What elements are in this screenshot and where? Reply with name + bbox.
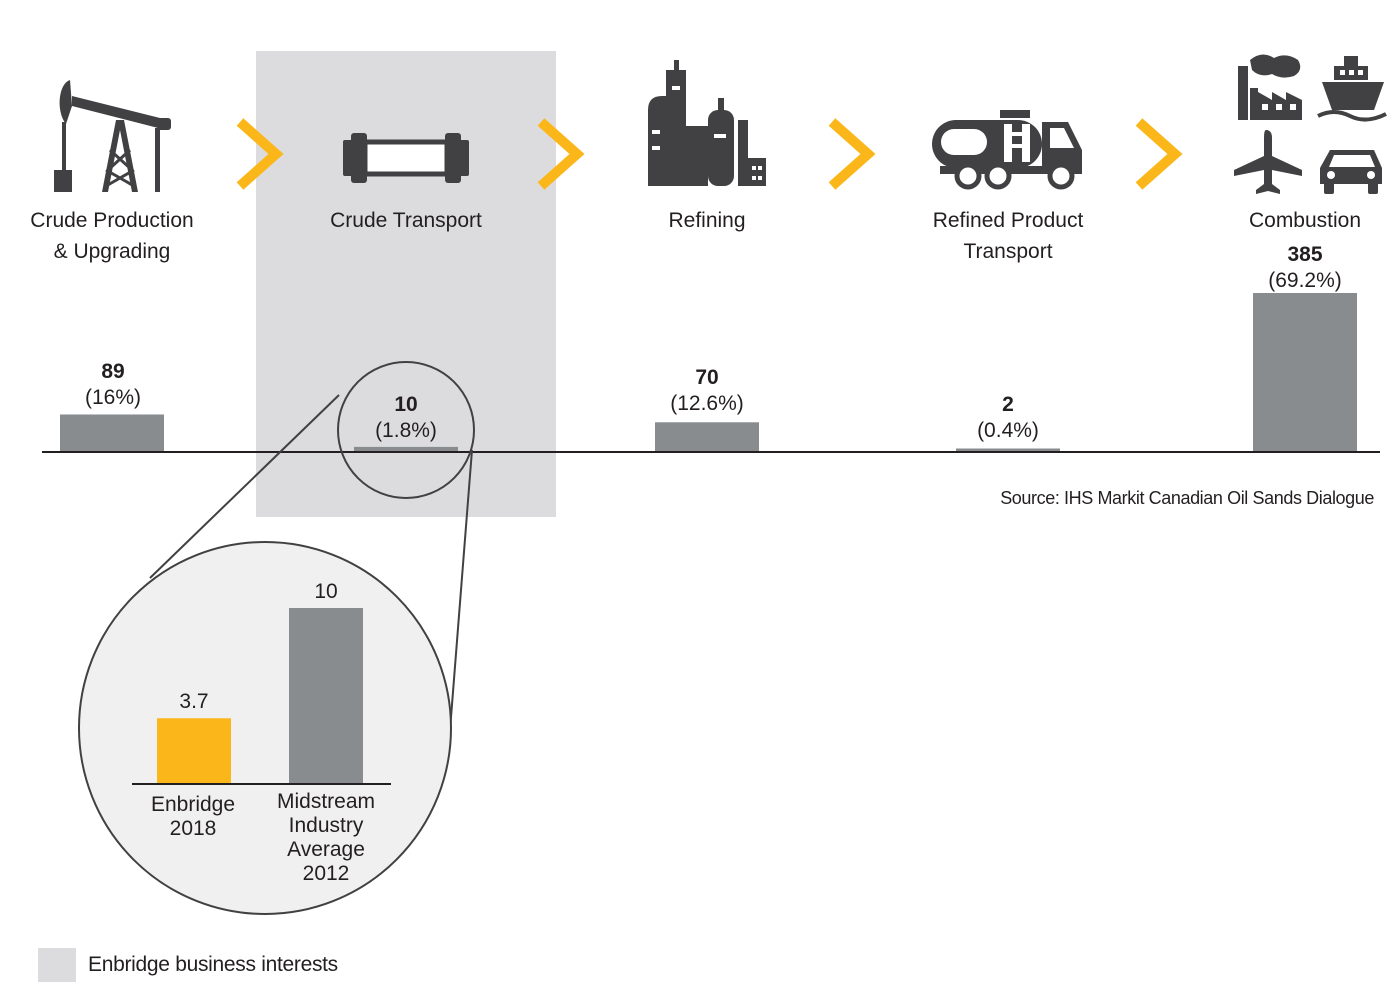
percent-text: (1.8%) xyxy=(375,419,437,442)
stage-label-crude-production: Crude Production & Upgrading xyxy=(30,209,194,263)
value-label-crude-transport: 10 (1.8%) xyxy=(326,392,486,444)
stage-label-crude-transport: Crude Transport xyxy=(330,209,482,232)
stage-label-refining: Refining xyxy=(668,209,746,232)
value-label-crude-production: 89 (16%) xyxy=(33,359,193,411)
legend: Enbridge business interests xyxy=(38,948,338,982)
bar-1 xyxy=(60,414,164,451)
tanker-truck-icon xyxy=(932,110,1082,190)
inset-value-enbridge: 3.7 xyxy=(179,690,209,713)
zoom-line-left xyxy=(149,394,340,579)
bar-5 xyxy=(1253,293,1357,451)
inset-category-enbridge: Enbridge 2018 xyxy=(150,793,236,840)
chevron-right-icon xyxy=(537,118,585,190)
value-text: 10 xyxy=(394,393,418,416)
percent-text: (69.2%) xyxy=(1268,269,1342,292)
bar-2 xyxy=(354,446,458,451)
ship-icon xyxy=(1317,56,1387,122)
airplane-icon xyxy=(1234,130,1302,194)
inset-bar-1 xyxy=(157,718,231,783)
chevron-right-icon xyxy=(236,118,284,190)
legend-swatch xyxy=(38,948,76,982)
percent-text: (16%) xyxy=(84,386,142,409)
value-label-refined-product-transport: 2 (0.4%) xyxy=(928,392,1088,444)
inset-bar-2 xyxy=(289,608,363,783)
value-text: 385 xyxy=(1287,243,1323,266)
zoom-circle-small xyxy=(337,361,475,499)
source-note: Source: IHS Markit Canadian Oil Sands Di… xyxy=(1000,488,1374,508)
bar-3 xyxy=(655,422,759,451)
zoom-callout-lines xyxy=(149,394,473,731)
value-text: 89 xyxy=(101,360,125,383)
pipeline-icon xyxy=(343,133,469,183)
stage-label-combustion: Combustion xyxy=(1248,209,1362,232)
crude-transport-highlight xyxy=(256,51,556,517)
value-label-combustion: 385 (69.2%) xyxy=(1225,242,1385,294)
value-text: 70 xyxy=(695,366,719,389)
zoom-line-right xyxy=(449,449,473,731)
chevron-right-icon xyxy=(828,118,876,190)
inset-value-midstream: 10 xyxy=(314,580,338,603)
factory-icon xyxy=(1238,54,1302,120)
legend-label: Enbridge business interests xyxy=(88,953,338,976)
inset-category-midstream: Midstream Industry Average 2012 xyxy=(276,790,376,885)
percent-text: (12.6%) xyxy=(670,392,744,415)
combustion-vehicles-icon xyxy=(1234,54,1387,194)
value-text: 2 xyxy=(1002,393,1014,416)
car-icon xyxy=(1320,150,1382,194)
bar-4 xyxy=(956,448,1060,451)
value-label-refining: 70 (12.6%) xyxy=(627,365,787,417)
chevron-right-icon xyxy=(1135,118,1183,190)
stage-label-refined-product-transport: Refined Product Transport xyxy=(932,209,1084,263)
pumpjack-icon xyxy=(54,80,171,192)
refinery-icon xyxy=(648,60,766,186)
percent-text: (0.4%) xyxy=(977,419,1039,442)
